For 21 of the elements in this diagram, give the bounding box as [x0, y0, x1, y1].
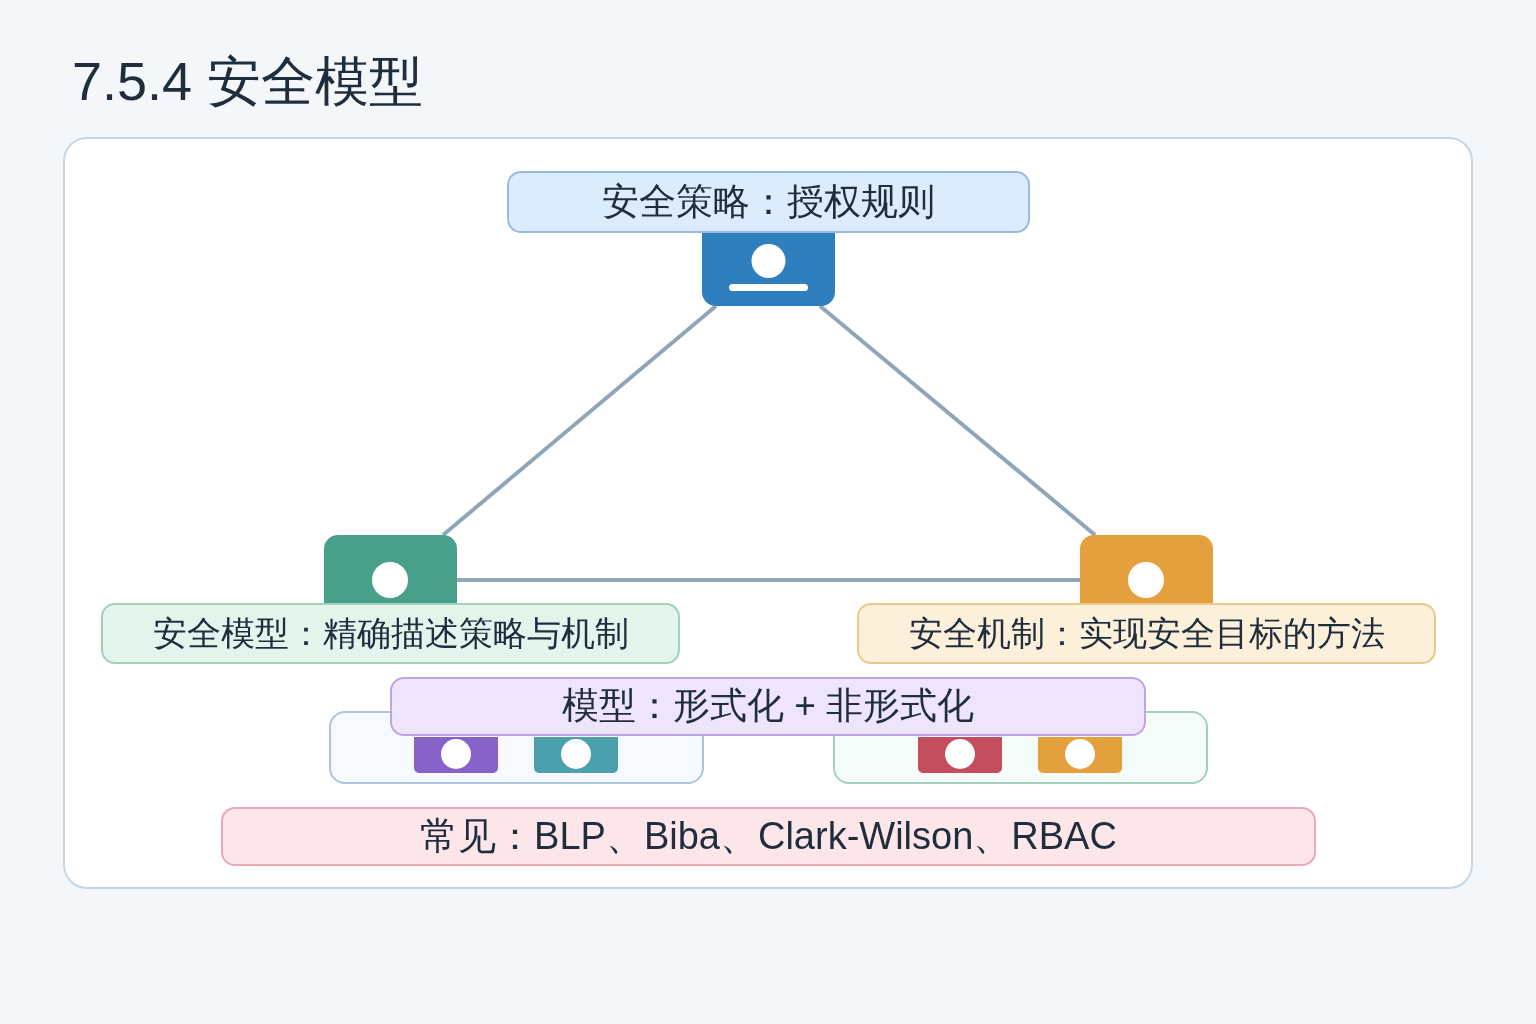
- concept-box: [390, 677, 1146, 736]
- node-tile: [1080, 535, 1213, 603]
- concept-text: 安全机制：实现安全目标的方法: [908, 613, 1385, 654]
- concept-text: 安全模型：精确描述策略与机制: [152, 613, 629, 654]
- node-tile: [324, 535, 457, 603]
- connector-line: [457, 577, 1080, 582]
- concept-text: 安全策略：授权规则: [602, 179, 935, 224]
- concept-box: [221, 807, 1316, 866]
- connector-line: [441, 304, 718, 537]
- connector-line: [818, 304, 1097, 537]
- node-tile: [414, 737, 498, 773]
- concept-box: [857, 603, 1436, 664]
- concept-text: 常见：BLP、Biba、Clark-Wilson、RBAC: [420, 813, 1117, 859]
- node-tile: [918, 737, 1002, 773]
- node-tile: [702, 233, 835, 306]
- node-tile: [534, 737, 618, 773]
- concept-text: 模型：形式化 + 非形式化: [561, 684, 975, 729]
- concept-box: [507, 171, 1030, 233]
- concept-box: [101, 603, 680, 664]
- page-title: 7.5.4 安全模型: [72, 50, 424, 113]
- node-tile: [1038, 737, 1122, 773]
